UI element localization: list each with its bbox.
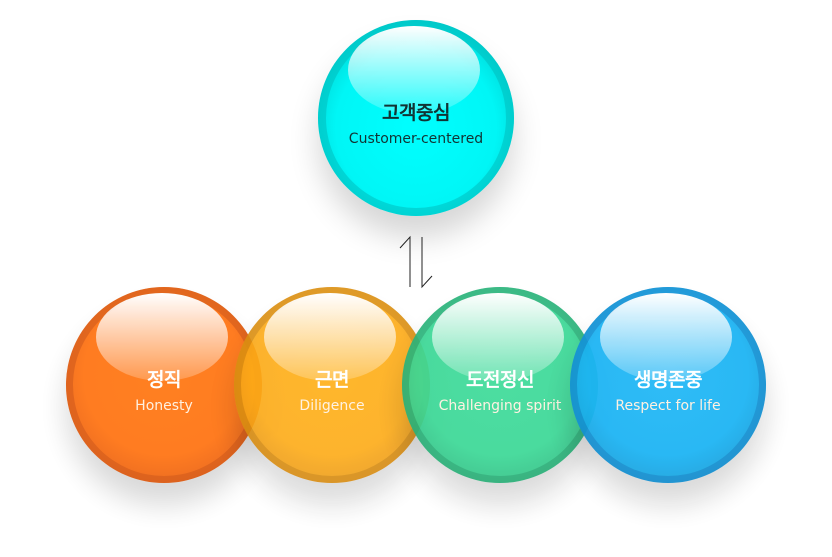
- value-sphere-honesty: 정직 Honesty: [66, 287, 262, 483]
- value-title: 생명존중: [634, 369, 702, 391]
- value-subtitle: Customer-centered: [348, 131, 484, 147]
- value-title: 근면: [315, 369, 349, 391]
- value-subtitle: Honesty: [135, 398, 193, 414]
- value-sphere-diligence: 근면 Diligence: [234, 287, 430, 483]
- value-title: 고객중심: [382, 102, 450, 124]
- value-subtitle: Diligence: [299, 398, 365, 414]
- value-title: 도전정신: [466, 369, 534, 391]
- value-sphere-respect-for-life: 생명존중 Respect for life: [570, 287, 766, 483]
- value-sphere-customer-centered: 고객중심 Customer-centered: [318, 20, 514, 216]
- bidirectional-arrows-icon: [399, 235, 433, 289]
- value-subtitle: Challenging spirit: [438, 398, 562, 414]
- value-sphere-challenging-spirit: 도전정신 Challenging spirit: [402, 287, 598, 483]
- value-title: 정직: [147, 369, 181, 391]
- value-subtitle: Respect for life: [615, 398, 721, 414]
